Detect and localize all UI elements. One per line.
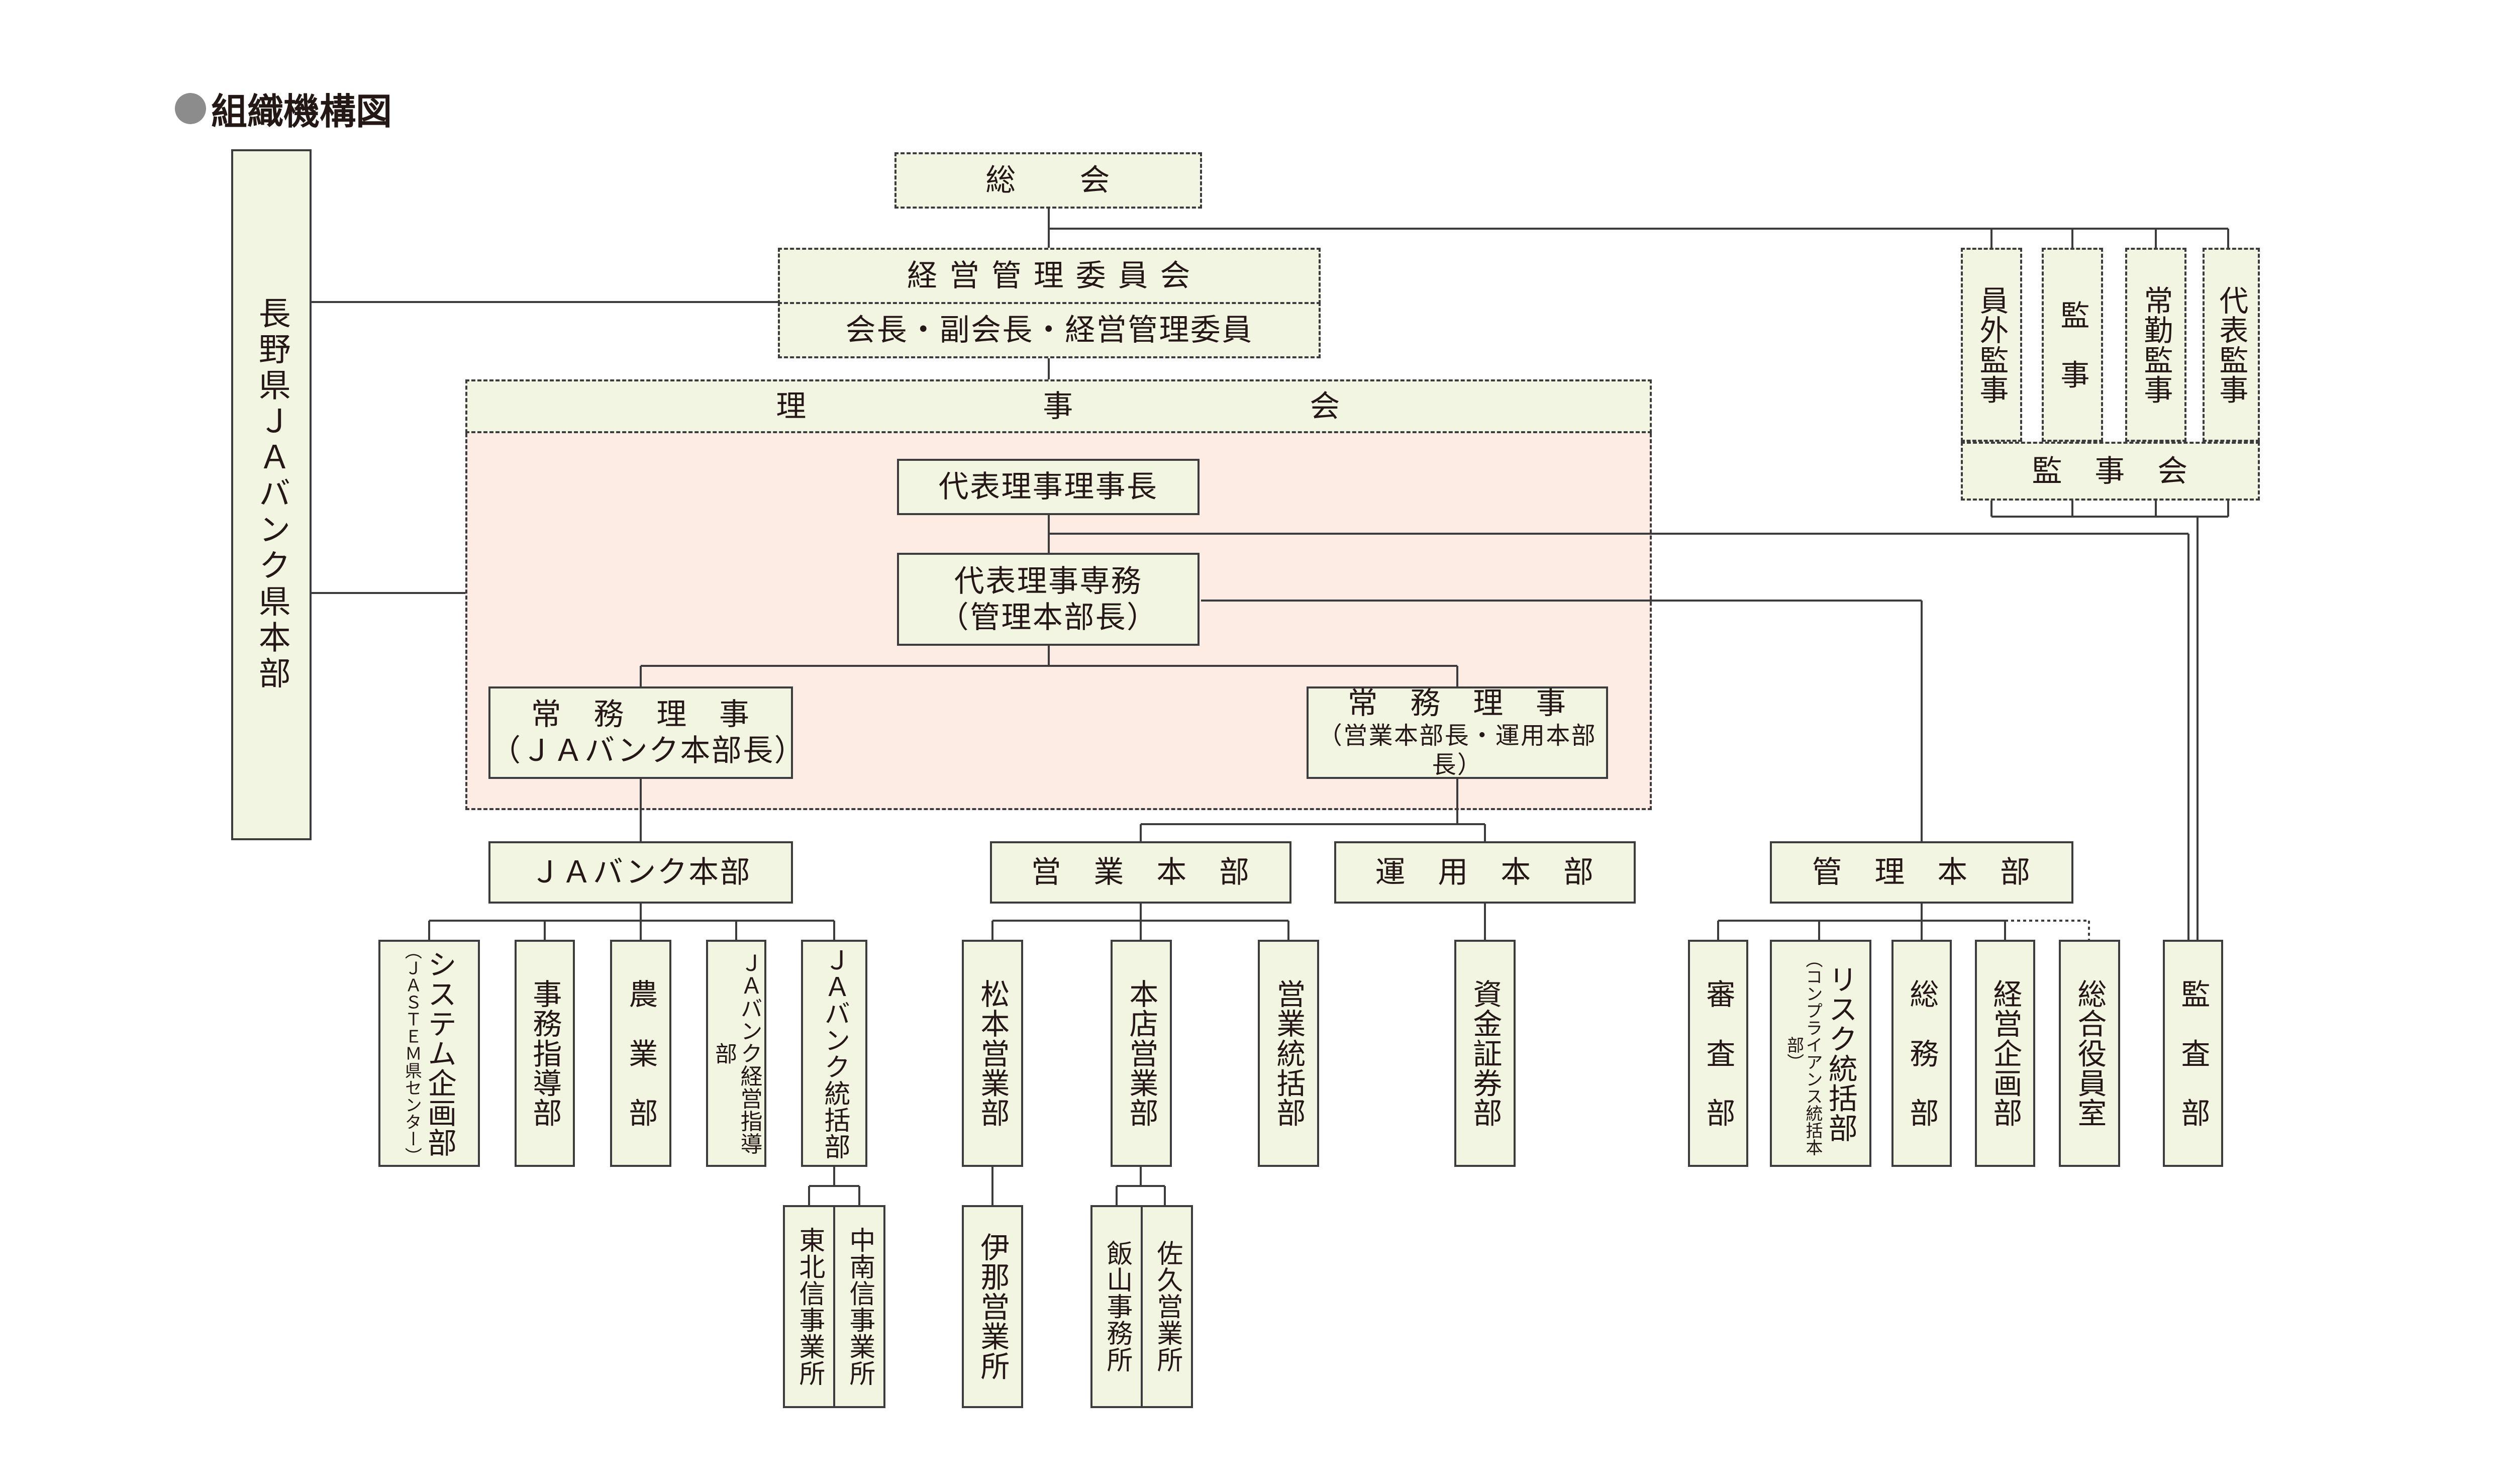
ja-bank-prefecture-hq-label: 長野県ＪＡバンク県本部 — [253, 296, 290, 693]
board-label-left: 理 — [776, 388, 808, 424]
outside-auditor-box: 員外監事 — [1961, 248, 2022, 442]
auditor-label: 監 事 — [2055, 300, 2090, 389]
chunan-office-label: 中南信事業所 — [844, 1226, 875, 1387]
funds-securities-dept-label: 資金証券部 — [1468, 979, 1503, 1128]
ja-bank-control-dept-label: ＪＡバンク統括部 — [819, 946, 850, 1160]
sales-division-label: 営 業 本 部 — [1031, 855, 1251, 890]
general-affairs-dept-label: 総 務 部 — [1905, 979, 1939, 1128]
matsumoto-sales-dept-box: 松本営業部 — [962, 940, 1023, 1167]
page-title: 組織機構図 — [175, 82, 392, 135]
operations-guidance-dept-box: 事務指導部 — [515, 940, 575, 1167]
board-box: 理 事 会 — [465, 379, 1652, 433]
operations-division-box: 運 用 本 部 — [1334, 841, 1636, 904]
risk-control-dept-label: リスク統括部 — [1823, 964, 1858, 1143]
iiyama-office-box: 飯山事務所 — [1090, 1205, 1143, 1408]
senior-md-box: 代表理事専務 （管理本部長） — [897, 553, 1200, 646]
head-office-sales-dept-label: 本店営業部 — [1124, 979, 1159, 1128]
page-title-text: 組織機構図 — [211, 90, 392, 133]
standing-auditor-label: 常勤監事 — [2139, 285, 2173, 405]
committee-members-box: 会長・副会長・経営管理委員 — [778, 302, 1321, 358]
executive-office-label: 総合役員室 — [2072, 979, 2107, 1128]
md-ja-bank-role: （ＪＡバンク本部長） — [490, 733, 806, 768]
saku-sales-office-box: 佐久営業所 — [1141, 1205, 1193, 1408]
audit-board-box: 監 事 会 — [1961, 442, 2260, 501]
ja-bank-management-guidance-dept-label: ＪＡバンク経営指導部 — [711, 952, 762, 1155]
outside-auditor-label: 員外監事 — [1974, 285, 2009, 405]
ja-bank-division-label: ＪＡバンク本部 — [530, 855, 751, 890]
admin-division-label: 管 理 本 部 — [1812, 855, 2032, 890]
corporate-planning-dept-label: 経営企画部 — [1988, 979, 2023, 1128]
sales-control-dept-box: 営業統括部 — [1258, 940, 1319, 1167]
general-meeting-box: 総 会 — [894, 152, 1202, 209]
committee-members-label: 会長・副会長・経営管理委員 — [845, 313, 1253, 348]
md-sales-operations-title: 常 務 理 事 — [1347, 686, 1567, 722]
ja-bank-management-guidance-dept-box: ＪＡバンク経営指導部 — [706, 940, 766, 1167]
audit-board-label: 監 事 会 — [2032, 453, 2189, 489]
risk-control-dept-box: リスク統括部 （コンプライアンス統括本部） — [1770, 940, 1871, 1167]
risk-control-dept-sublabel: （コンプライアンス統括本部） — [1783, 951, 1823, 1156]
bullet-icon — [175, 92, 206, 124]
corporate-planning-dept-box: 経営企画部 — [1975, 940, 2035, 1167]
agriculture-dept-label: 農 業 部 — [624, 979, 658, 1128]
general-affairs-dept-box: 総 務 部 — [1891, 940, 1952, 1167]
tohoku-office-label: 東北信事業所 — [794, 1226, 825, 1387]
ja-bank-control-dept-box: ＪＡバンク統括部 — [801, 940, 867, 1167]
system-planning-dept-label: システム企画部 — [423, 949, 457, 1158]
md-ja-bank-title: 常 務 理 事 — [531, 697, 751, 732]
board-label-mid: 事 — [1043, 388, 1074, 424]
operations-guidance-dept-label: 事務指導部 — [528, 979, 562, 1128]
credit-review-dept-box: 審 査 部 — [1688, 940, 1748, 1167]
executive-office-box: 総合役員室 — [2059, 940, 2120, 1167]
admin-division-box: 管 理 本 部 — [1770, 841, 2073, 904]
representative-auditor-label: 代表監事 — [2214, 285, 2249, 405]
board-label-right: 会 — [1310, 388, 1341, 424]
sales-division-box: 営 業 本 部 — [990, 841, 1291, 904]
ja-bank-division-box: ＪＡバンク本部 — [488, 841, 793, 904]
management-committee-label: 経 営 管 理 委 員 会 — [907, 258, 1191, 293]
management-committee-box: 経 営 管 理 委 員 会 — [778, 248, 1321, 304]
standing-auditor-box: 常勤監事 — [2125, 248, 2186, 442]
president-box: 代表理事理事長 — [897, 459, 1200, 515]
saku-sales-office-label: 佐久営業所 — [1152, 1240, 1182, 1373]
general-meeting-label: 総 会 — [985, 163, 1111, 198]
md-sales-operations-role: （営業本部長・運用本部長） — [1318, 722, 1597, 779]
president-label: 代表理事理事長 — [938, 469, 1158, 505]
credit-review-dept-label: 審 査 部 — [1701, 979, 1736, 1128]
system-planning-dept-sublabel: （ＪＡＳＴＥＭ県センター） — [402, 942, 422, 1164]
senior-md-role: （管理本部長） — [938, 600, 1158, 635]
tohoku-office-box: 東北信事業所 — [783, 1205, 835, 1408]
sales-control-dept-label: 営業統括部 — [1271, 979, 1306, 1128]
auditor-box: 監 事 — [2042, 248, 2103, 442]
md-ja-bank-box: 常 務 理 事 （ＪＡバンク本部長） — [488, 686, 806, 779]
audit-dept-box: 監 査 部 — [2163, 940, 2223, 1167]
head-office-sales-dept-box: 本店営業部 — [1111, 940, 1172, 1167]
ina-sales-office-box: 伊那営業所 — [962, 1205, 1023, 1408]
audit-dept-label: 監 査 部 — [2176, 979, 2211, 1128]
ina-sales-office-label: 伊那営業所 — [975, 1232, 1010, 1381]
chunan-office-box: 中南信事業所 — [833, 1205, 885, 1408]
ja-bank-prefecture-hq-box: 長野県ＪＡバンク県本部 — [231, 149, 312, 840]
representative-auditor-box: 代表監事 — [2203, 248, 2260, 442]
md-sales-operations-box: 常 務 理 事 （営業本部長・運用本部長） — [1307, 686, 1608, 779]
operations-division-label: 運 用 本 部 — [1375, 855, 1595, 890]
agriculture-dept-box: 農 業 部 — [610, 940, 671, 1167]
iiyama-office-label: 飯山事務所 — [1102, 1240, 1132, 1373]
matsumoto-sales-dept-label: 松本営業部 — [975, 979, 1010, 1128]
funds-securities-dept-box: 資金証券部 — [1454, 940, 1516, 1167]
senior-md-title: 代表理事専務 — [954, 563, 1143, 599]
system-planning-dept-box: システム企画部 （ＪＡＳＴＥＭ県センター） — [378, 940, 480, 1167]
